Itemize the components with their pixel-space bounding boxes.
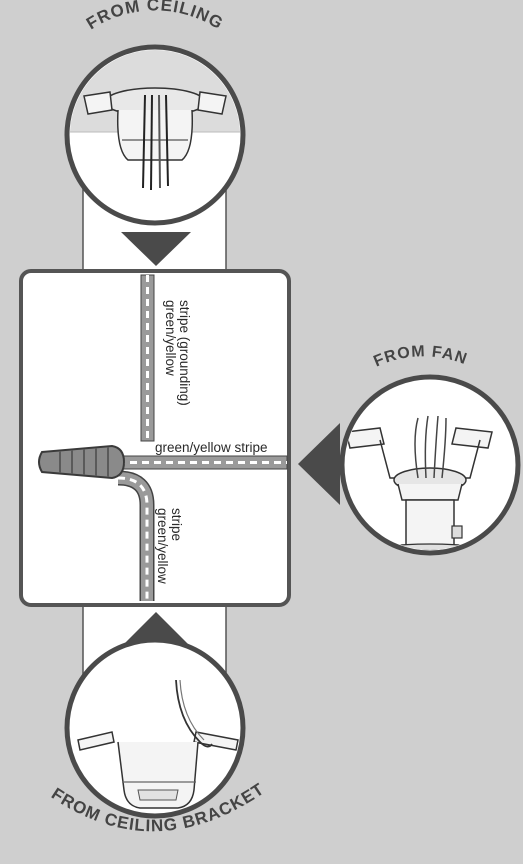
bracket-callout: FROM CEILING BRACKET — [48, 637, 267, 835]
svg-text:FROM CEILING: FROM CEILING — [83, 0, 227, 33]
ground-fan-label: green/yellow stripe — [155, 440, 268, 455]
ground-top-label-line1: green/yellow — [163, 300, 178, 376]
ground-top-label-line2: stripe (grounding) — [177, 300, 192, 406]
ground-bottom-label-line1: green/yellow — [155, 508, 170, 584]
pointer-from-fan — [298, 423, 340, 505]
from-ceiling-label: FROM CEILING — [83, 0, 226, 33]
ground-wire-fan — [117, 455, 288, 470]
ground-wire-top — [140, 274, 155, 442]
wire-nut — [38, 444, 126, 480]
ceiling-callout: FROM CEILING — [64, 0, 246, 226]
pointer-from-bracket — [121, 612, 191, 647]
pointer-from-ceiling — [121, 232, 191, 266]
fan-callout: FROM FAN — [339, 343, 521, 556]
ceiling-bracket-illustration — [77, 679, 239, 809]
from-fan-label: FROM FAN — [371, 343, 468, 370]
wiring-panel — [19, 269, 291, 607]
svg-text:FROM FAN: FROM FAN — [371, 343, 469, 370]
ground-bottom-label-line2: stripe — [169, 508, 184, 541]
ground-wire-bottom — [117, 470, 155, 601]
